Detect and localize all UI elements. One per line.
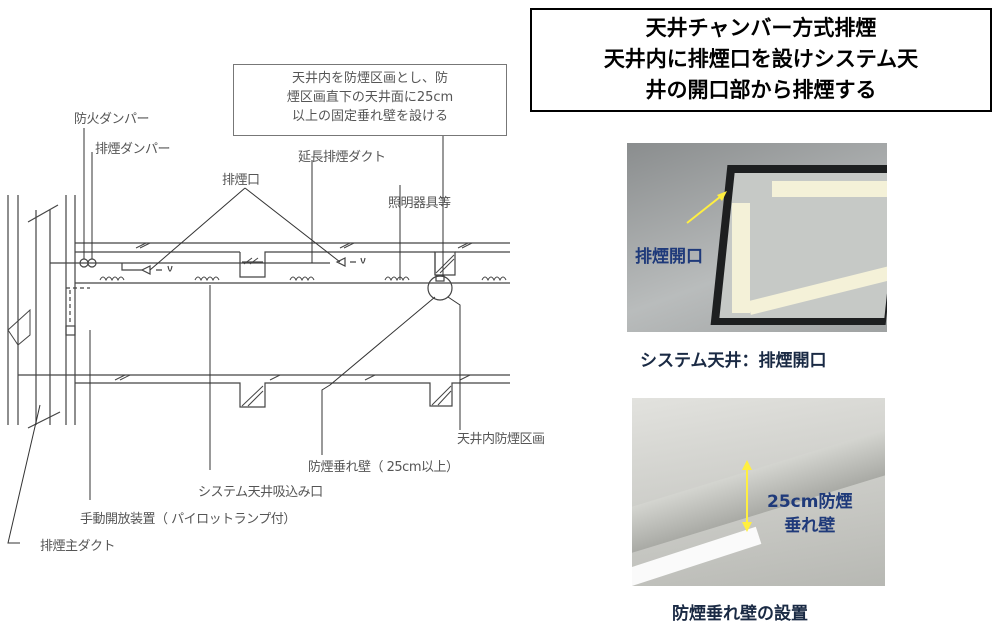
slide-title: 天井チャンバー方式排煙 天井内に排煙口を設けシステム天 井の開口部から排煙する bbox=[530, 8, 992, 112]
design-note-box: 天井内を防煙区画とし、防 煙区画直下の天井面に25cm 以上の固定垂れ壁を設ける bbox=[233, 64, 507, 136]
photo-label-line: 垂れ壁 bbox=[784, 516, 836, 536]
label-main-duct: 排煙主ダクト bbox=[40, 539, 116, 554]
light-fixture bbox=[732, 203, 750, 313]
label-lighting: 照明器具等 bbox=[388, 196, 451, 211]
label-smoke-damper: 排煙ダンパー bbox=[95, 142, 171, 157]
note-line: 煙区画直下の天井面に25cm bbox=[286, 90, 454, 105]
photo-label-opening: 排煙開口 bbox=[635, 247, 703, 267]
title-line: 天井内に排煙口を設けシステム天 bbox=[603, 47, 919, 71]
light-fixtures bbox=[99, 276, 507, 282]
label-smoke-outlet: 排煙口 bbox=[222, 173, 260, 188]
photo-caption-1: システム天井：排煙開口 bbox=[640, 351, 827, 371]
photo-hanging-wall: 25cm防煙 垂れ壁 bbox=[632, 398, 885, 586]
arrow-icon bbox=[686, 191, 727, 224]
note-line: 天井内を防煙区画とし、防 bbox=[291, 71, 448, 86]
photo-ceiling-opening: 排煙開口 bbox=[627, 143, 887, 332]
label-extension-duct: 延長排煙ダクト bbox=[298, 150, 386, 165]
label-manual-release: 手動開放装置（ パイロットランプ付） bbox=[80, 512, 296, 527]
label-ceiling-compartment: 天井内防煙区画 bbox=[457, 432, 545, 447]
title-line: 井の開口部から排煙する bbox=[645, 78, 877, 102]
photo-caption-2: 防煙垂れ壁の設置 bbox=[672, 604, 808, 624]
label-fire-damper: 防火ダンパー bbox=[74, 112, 150, 127]
title-line: 天井チャンバー方式排煙 bbox=[645, 16, 877, 40]
label-hanging-wall: 防煙垂れ壁（ 25cm以上） bbox=[308, 460, 459, 475]
double-arrow-icon bbox=[742, 460, 752, 532]
label-ceiling-intake: システム天井吸込み口 bbox=[198, 485, 323, 500]
photo-label-wall: 25cm防煙 垂れ壁 bbox=[767, 490, 852, 538]
photo-label-line: 25cm防煙 bbox=[767, 492, 853, 512]
note-line: 以上の固定垂れ壁を設ける bbox=[291, 109, 448, 124]
smoke-exhaust-diagram bbox=[7, 128, 510, 544]
shaft-walls bbox=[7, 195, 76, 429]
